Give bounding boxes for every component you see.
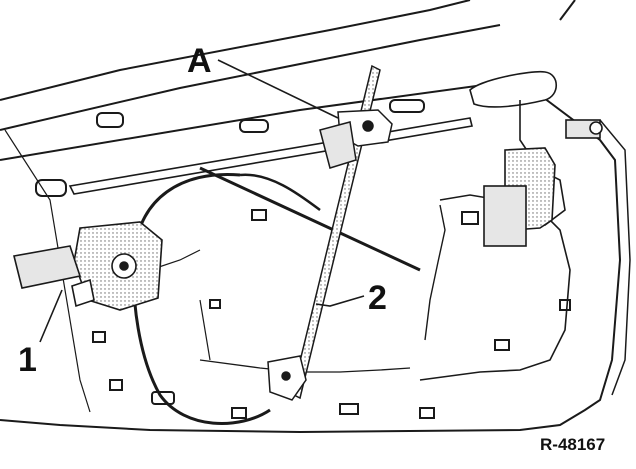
door-handle: [469, 70, 603, 226]
leader-2: [315, 295, 365, 307]
callout-a: A: [187, 42, 212, 80]
rail-bracket-a: [319, 109, 393, 169]
rail-lower-bracket: [267, 355, 307, 401]
callout-2: 2: [368, 279, 387, 317]
window-motor: [13, 221, 163, 311]
leader-1: [39, 289, 63, 343]
door-panel: [0, 0, 631, 434]
callout-1: 1: [18, 341, 37, 379]
leader-lines: [39, 59, 365, 343]
door-lock: [483, 147, 556, 247]
reference-code: R-48167: [540, 435, 606, 454]
leader-a: [217, 59, 339, 119]
guide-rail: [291, 64, 381, 400]
cable-loop: [132, 172, 271, 425]
